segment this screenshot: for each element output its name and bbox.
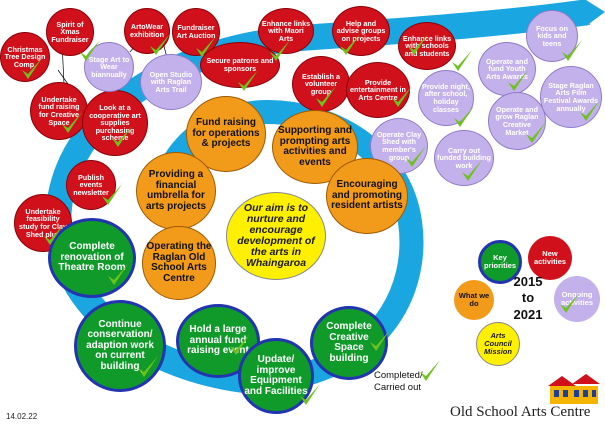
creative-market-label: Operate and grow Raglan Creative Market <box>495 104 539 137</box>
umbrella-label: Providing a financial umbrella for arts … <box>145 169 207 212</box>
schools-label: Enhance links with schools and students <box>402 33 452 58</box>
youth-awards-label: Operate and fund Youth Arts Awards <box>486 56 528 81</box>
xmas-design-label: Christmas Tree Design Comp. <box>4 44 46 69</box>
entertainment-node: Provide entertainment in Arts Centre <box>346 62 410 118</box>
legend-what-label: What we do <box>458 291 490 308</box>
equipment-label: Update/ improve Equipment and Facilities <box>244 354 308 397</box>
theatre-label: Complete renovation of Theatre Room <box>58 241 126 274</box>
equipment-node: Update/ improve Equipment and Facilities <box>238 338 314 414</box>
coop-label: Look at a cooperative art supplies purch… <box>89 103 141 143</box>
legend-mission: Arts Council Mission <box>476 322 520 366</box>
feasibility-label: Undertake feasibility study for Clay She… <box>19 206 67 239</box>
legend-key-priorities: Key priorities <box>478 240 522 284</box>
night-classes-node: Provide night, after school, holiday cla… <box>418 70 474 126</box>
theatre-node: Complete renovation of Theatre Room <box>48 218 136 298</box>
annual-event-label: Hold a large annual fund raising event <box>187 324 249 357</box>
encouraging-node: Encouraging and promoting resident artis… <box>326 158 408 234</box>
aim-node: Our aim is to nurture and encourage deve… <box>226 192 326 280</box>
creative-space-node: Complete Creative Space building <box>310 306 388 380</box>
open-studio-node: Open Studio with Raglan Arts Trail <box>140 54 202 110</box>
kids-teens-node: Focus on kids and teens <box>526 10 578 62</box>
patrons-node: Secure patrons and sponsors <box>200 42 280 88</box>
newsletter-label: Publish events newsletter <box>73 172 109 197</box>
legend-mission-label: Arts Council Mission <box>484 331 512 356</box>
artowear-node: ArtoWear exhibition <box>124 8 170 54</box>
night-classes-label: Provide night, after school, holiday cla… <box>422 81 470 114</box>
aim-text: Our aim is to nurture and encourage deve… <box>237 201 315 270</box>
art-auction-label: Fundraiser Art Auction <box>176 23 216 40</box>
date-label: 14.02.22 <box>6 412 38 421</box>
creative-fund-node: Undertake fund raising for Creative Spac… <box>30 82 88 140</box>
artowear-label: ArtoWear exhibition <box>130 22 164 39</box>
kids-teens-label: Focus on kids and teens <box>536 23 568 48</box>
creative-market-node: Operate and grow Raglan Creative Market <box>488 92 546 150</box>
coop-node: Look at a cooperative art supplies purch… <box>82 90 148 156</box>
legend-new-activities: New activities <box>528 236 572 280</box>
spirit-xmas-label: Spirit of Xmas Fundraiser <box>51 19 89 44</box>
logo-text: Old School Arts Centre <box>450 404 591 420</box>
legend-new-label: New activities <box>533 249 567 266</box>
legend-ongoing-label: Ongoing activities <box>560 290 594 307</box>
creative-fund-label: Undertake fund raising for Creative Spac… <box>38 94 80 127</box>
umbrella-node: Providing a financial umbrella for arts … <box>136 152 216 230</box>
xmas-design-node: Christmas Tree Design Comp. <box>0 32 50 82</box>
legend-ongoing-activities: Ongoing activities <box>554 276 600 322</box>
conservation-label: Continue conservation/ adaption work on … <box>86 318 154 372</box>
help-groups-node: Help and advise groups on projects <box>332 6 390 56</box>
operating-node: Operating the Raglan Old School Arts Cen… <box>142 226 216 300</box>
maori-arts-label: Enhance links with Maori Arts <box>261 18 311 43</box>
building-work-node: Carry out funded building work <box>434 130 494 186</box>
building-work-label: Carry out funded building work <box>437 145 491 170</box>
legend-key-label: Key priorities <box>483 253 517 270</box>
film-festival-node: Stage Raglan Arts Film Festival Awards a… <box>540 66 602 128</box>
patrons-label: Secure patrons and sponsors <box>206 56 274 73</box>
school-building-icon <box>548 374 600 404</box>
newsletter-node: Publish events newsletter <box>66 160 116 210</box>
creative-space-label: Complete Creative Space building <box>326 321 372 364</box>
fundraising-label: Fund raising for operations & projects <box>192 117 260 150</box>
spirit-xmas-node: Spirit of Xmas Fundraiser <box>46 8 94 56</box>
stage-wear-label: Stage Art to Wear biannually <box>88 54 130 79</box>
spiral-arrowhead <box>586 0 605 26</box>
stage-wear-node: Stage Art to Wear biannually <box>84 42 134 92</box>
schools-node: Enhance links with schools and students <box>398 22 456 70</box>
completed-legend-label: Completed/ Carried out <box>374 370 423 393</box>
operating-label: Operating the Raglan Old School Arts Cen… <box>146 241 212 284</box>
clay-shed-label: Operate Clay Shed with member's group <box>376 129 422 162</box>
entertainment-label: Provide entertainment in Arts Centre <box>350 77 406 102</box>
years-label: 2015 to 2021 <box>513 274 543 322</box>
volunteer-label: Establish a volunteer group <box>302 71 340 96</box>
conservation-node: Continue conservation/ adaption work on … <box>74 300 166 392</box>
legend-what-we-do: What we do <box>454 280 494 320</box>
encouraging-label: Encouraging and promoting resident artis… <box>331 179 403 212</box>
youth-awards-node: Operate and fund Youth Arts Awards <box>478 42 536 96</box>
supporting-label: Supporting and prompting arts activities… <box>278 125 352 168</box>
volunteer-node: Establish a volunteer group <box>292 56 350 112</box>
help-groups-label: Help and advise groups on projects <box>336 18 386 43</box>
open-studio-label: Open Studio with Raglan Arts Trail <box>149 69 193 94</box>
film-festival-label: Stage Raglan Arts Film Festival Awards a… <box>543 80 599 113</box>
